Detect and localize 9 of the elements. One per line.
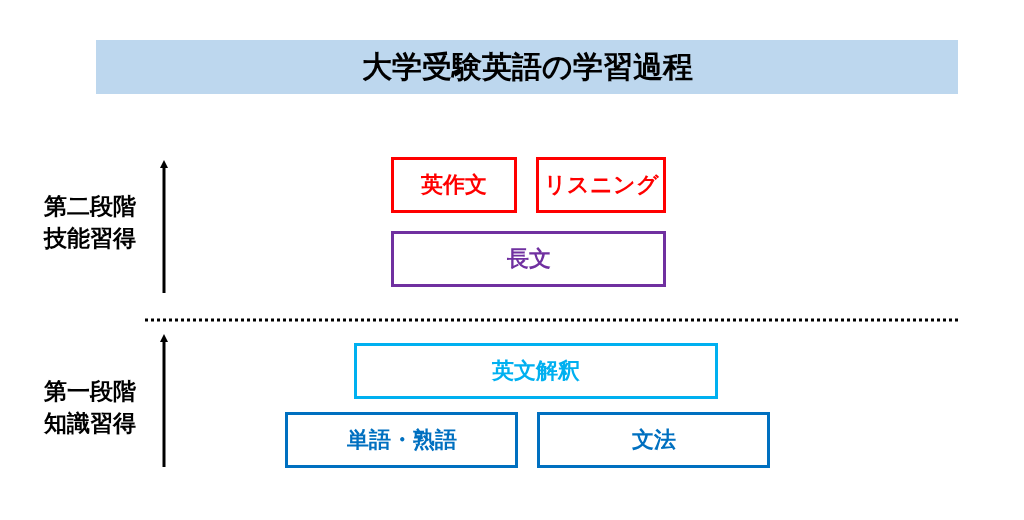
stage-box: 英作文 bbox=[391, 157, 517, 213]
stage-box: 長文 bbox=[391, 231, 666, 287]
stage-label: 第一段階知識習得 bbox=[44, 377, 137, 438]
title-banner: 大学受験英語の学習過程 bbox=[96, 40, 958, 94]
stage-box: 英文解釈 bbox=[354, 343, 718, 399]
stage-box: 文法 bbox=[537, 412, 770, 468]
stage-box: 単語・熟語 bbox=[285, 412, 518, 468]
stage-box: リスニング bbox=[536, 157, 666, 213]
stage-label: 第二段階技能習得 bbox=[44, 192, 137, 253]
